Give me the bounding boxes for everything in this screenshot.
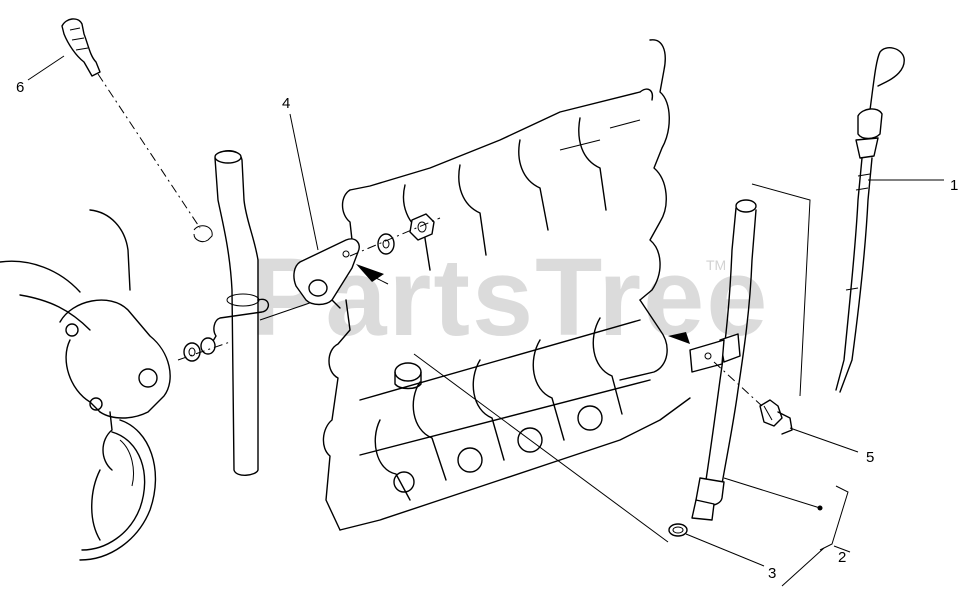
leader-3 [685, 533, 765, 567]
wire-clip [209, 298, 269, 347]
callout-4: 4 [282, 95, 290, 112]
bracket-2 [819, 485, 849, 551]
group-bracket [751, 183, 811, 397]
engine-block [322, 39, 691, 531]
callout-1: 1 [950, 177, 958, 194]
axis-line [177, 341, 231, 361]
bracket-part-4 [293, 238, 360, 309]
filler-plug-part-6 [61, 18, 101, 77]
watermark-trademark: TM [706, 257, 726, 273]
leader-4 [289, 113, 319, 251]
o-ring-part-3 [668, 523, 688, 537]
callout-2: 2 [838, 549, 846, 566]
leader-6 [27, 55, 65, 81]
leader-2 [723, 477, 821, 509]
arrow-marker [356, 264, 384, 282]
callout-3: 3 [768, 565, 776, 582]
dipstick-part-1 [835, 47, 905, 393]
left-housing [0, 209, 171, 561]
breather-tube [214, 150, 260, 476]
left-washer-set [183, 337, 216, 362]
callout-6: 6 [16, 79, 24, 96]
leader-5 [789, 427, 859, 453]
bolt-part-5 [759, 399, 793, 435]
arrow-marker [668, 332, 690, 344]
callout-5: 5 [866, 449, 874, 466]
